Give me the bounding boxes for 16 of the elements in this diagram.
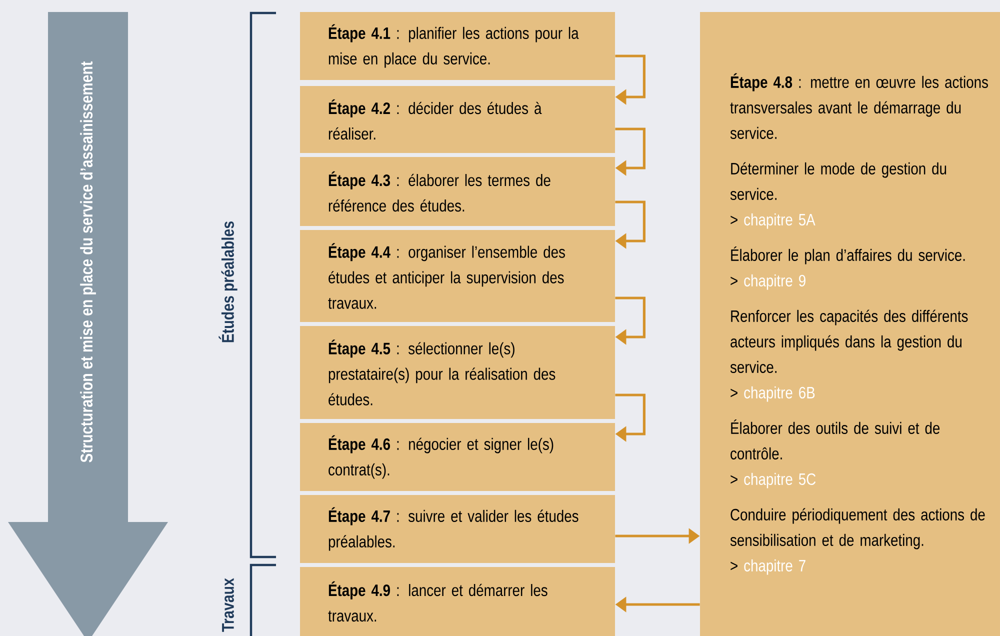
step-box: Étape 4.2 : décider des études à réaliser. <box>300 86 615 153</box>
step-box: Étape 4.4 : organiser l’ensemble des études et anticiper la supervision des travaux. <box>300 230 615 322</box>
arrow <box>615 394 646 442</box>
action-panel: Étape 4.8 : mettre en œuvre les actions transversales avant le démarrage du service. Déterminer le mode de gestion du service. > chapitre 5A Élaborer le plan d’affaires du service. > chapitre 9 Renforcer les capacités des différents acteurs impliqués dans la gestion du service. > chapitre 6B Élaborer des outils de suivi et de contrôle. > chapitre 5C Conduire périodiquement des actions de sensibilisation et de marketing. > chapitre 7 <box>700 12 1000 636</box>
bracket-label: Travaux <box>222 578 234 632</box>
bracket-label: Études préalables <box>218 221 238 342</box>
step-box: Étape 4.3 : élaborer les termes de référence des études. <box>300 157 615 226</box>
arrow <box>615 200 646 249</box>
arrow <box>615 54 646 105</box>
step-box: Étape 4.5 : sélectionner le(s) prestataire(s) pour la réalisation des études. <box>300 326 615 419</box>
arrow <box>615 128 646 176</box>
step-box: Étape 4.1 : planifier les actions pour la mise en place du service. <box>300 12 615 80</box>
step-box: Étape 4.7 : suivre et valider les études préalables. <box>300 495 615 563</box>
step-box: Étape 4.6 : négocier et signer le(s) contrat(s). <box>300 423 615 491</box>
step-box: Étape 4.9 : lancer et démarrer les travaux. <box>300 567 615 636</box>
arrow <box>615 296 646 345</box>
